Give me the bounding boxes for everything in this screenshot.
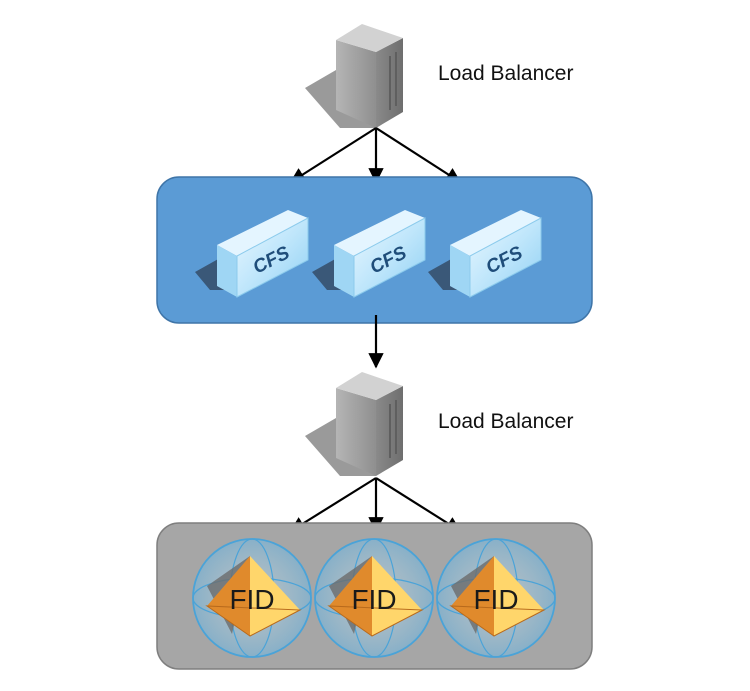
- fid-label: FID: [229, 584, 274, 615]
- fid-label: FID: [473, 584, 518, 615]
- top-distribution-arrows: [289, 127, 462, 184]
- fid-label: FID: [351, 584, 396, 615]
- server-tower-icon: [305, 24, 403, 128]
- arrow-to-cfs-1: [289, 127, 377, 183]
- fid-node-1: FID: [192, 538, 312, 658]
- server-tower-icon: [305, 372, 403, 476]
- arrow-to-fid-3: [375, 477, 462, 532]
- arrow-to-fid-1: [289, 477, 377, 532]
- fid-node-3: FID: [436, 538, 556, 658]
- fid-node-2: FID: [314, 538, 434, 658]
- top-load-balancer-label: Load Balancer: [438, 62, 574, 85]
- bottom-distribution-arrows: [289, 477, 462, 533]
- cfs-node-3: CFS: [428, 210, 542, 298]
- top-load-balancer: [305, 24, 403, 128]
- bottom-load-balancer-label: Load Balancer: [438, 410, 574, 433]
- bottom-load-balancer: [305, 372, 403, 476]
- arrow-to-cfs-3: [375, 127, 462, 183]
- cfs-node-1: CFS: [195, 210, 309, 298]
